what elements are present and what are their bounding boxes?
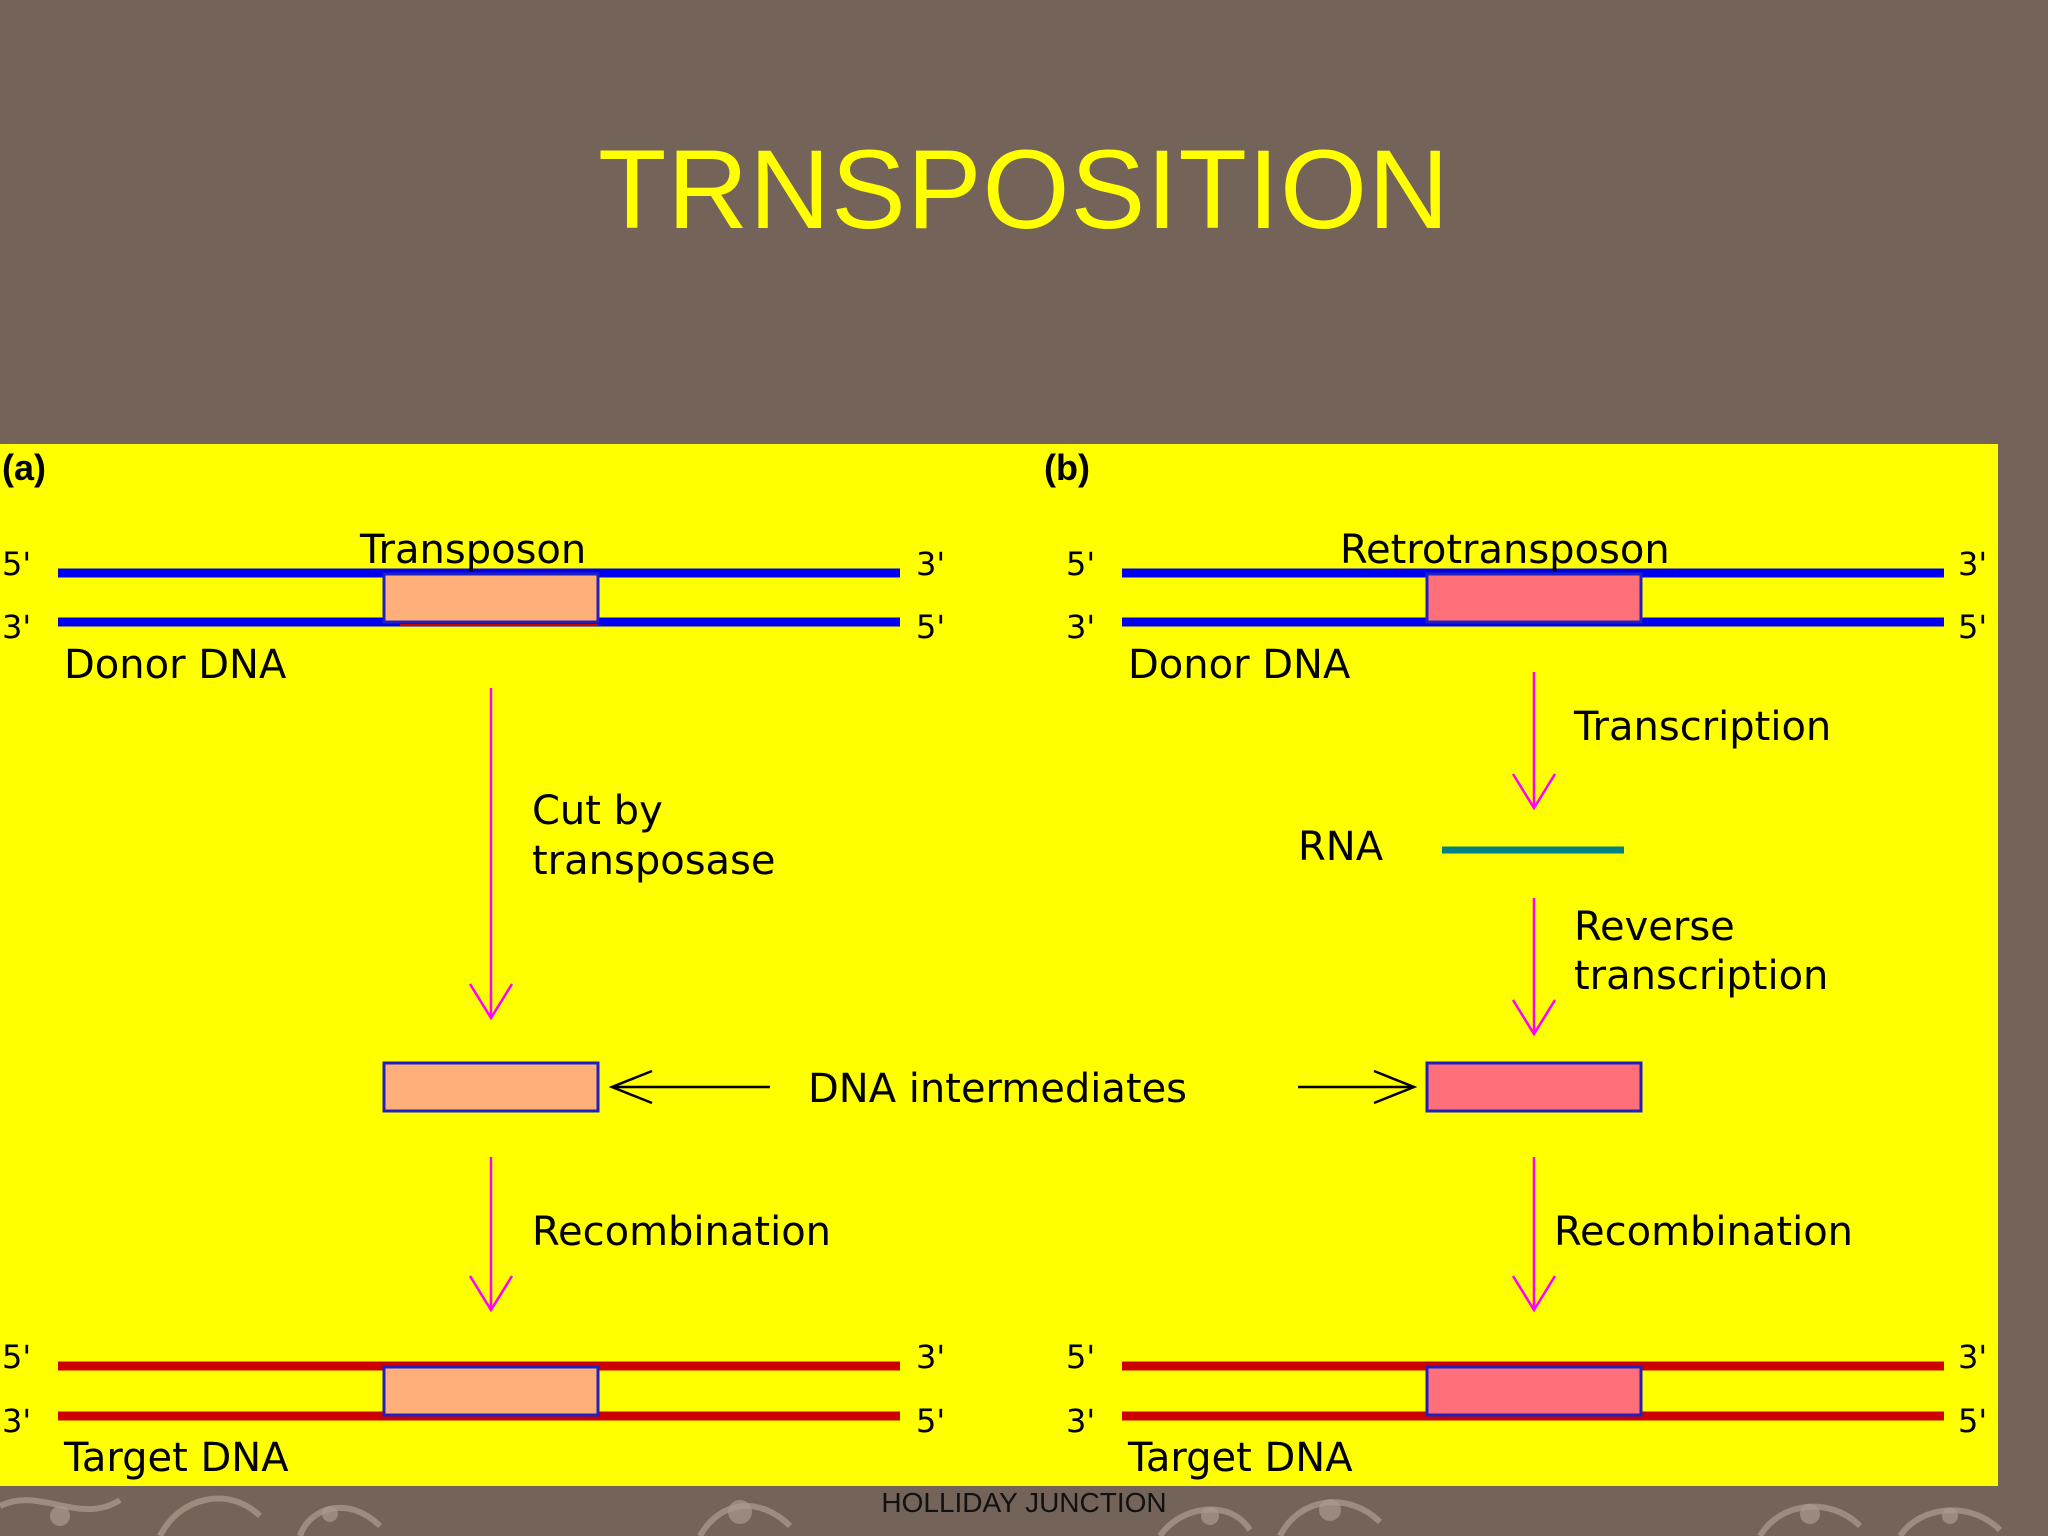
retrotransposon-box-donor [1425, 572, 1643, 624]
end-5-bottom-right-a: 5' [916, 608, 945, 646]
end-5-top-left-b: 5' [1066, 545, 1095, 583]
arrow-intermediates-right [1298, 1069, 1418, 1105]
transposon-box-target [382, 1365, 600, 1417]
end-3-bottom-left-target-a: 3' [2, 1402, 31, 1440]
retrotransposon-label: Retrotransposon [1340, 527, 1670, 573]
end-3-top-right-a: 3' [916, 545, 945, 583]
rna-label: RNA [1298, 824, 1384, 870]
retrotransposon-intermediate [1425, 1061, 1643, 1113]
target-dna-label-b: Target DNA [1127, 1435, 1353, 1481]
panel-a-tag: (a) [2, 447, 46, 488]
end-5-bottom-right-target-b: 5' [1958, 1402, 1987, 1440]
arrow-intermediates-left [608, 1069, 770, 1105]
donor-dna-label-b: Donor DNA [1128, 642, 1351, 688]
cut-by-label: Cut by [532, 788, 663, 834]
reverse-label: Reverse [1574, 904, 1735, 950]
transposition-diagram: (a) Transposon 5' 3' 3' 5' Donor DNA Cut… [0, 444, 1998, 1486]
end-5-bottom-right-target-a: 5' [916, 1402, 945, 1440]
recombination-label-b: Recombination [1554, 1209, 1853, 1255]
arrow-recombination-b [1511, 1157, 1557, 1313]
slide-footer: HOLLIDAY JUNCTION [881, 1487, 1167, 1518]
end-5-top-left-target-b: 5' [1066, 1338, 1095, 1376]
arrow-recombination-a [468, 1157, 514, 1313]
end-3-top-right-target-a: 3' [916, 1338, 945, 1376]
donor-dna-label-a: Donor DNA [64, 642, 287, 688]
footer-floral-pattern [0, 1495, 2003, 1536]
transposon-intermediate [382, 1061, 600, 1113]
end-3-bottom-left-a: 3' [2, 608, 31, 646]
transposon-label: Transposon [359, 527, 586, 573]
retrotransposon-box-target [1425, 1365, 1643, 1417]
diagram-canvas: (a) Transposon 5' 3' 3' 5' Donor DNA Cut… [2, 447, 1987, 1481]
dna-intermediates-label: DNA intermediates [808, 1066, 1187, 1112]
end-3-bottom-left-target-b: 3' [1066, 1402, 1095, 1440]
end-3-top-right-b: 3' [1958, 545, 1987, 583]
end-3-top-right-target-b: 3' [1958, 1338, 1987, 1376]
end-3-bottom-left-b: 3' [1066, 608, 1095, 646]
transcription-label: Transcription [1573, 704, 1831, 750]
arrow-cut-a [468, 688, 514, 1021]
slide-title: TRNSPOSITION [597, 127, 1451, 252]
end-5-top-left-a: 5' [2, 545, 31, 583]
recombination-label-a: Recombination [532, 1209, 831, 1255]
reverse-transcription-label: transcription [1574, 953, 1828, 999]
transposase-label: transposase [532, 838, 776, 884]
panel-b-tag: (b) [1044, 447, 1090, 488]
end-5-top-left-target-a: 5' [2, 1338, 31, 1376]
target-dna-label-a: Target DNA [63, 1435, 289, 1481]
end-5-bottom-right-b: 5' [1958, 608, 1987, 646]
arrow-transcription [1511, 672, 1557, 811]
transposon-box-donor [382, 572, 600, 624]
arrow-reverse-transcription [1511, 898, 1557, 1037]
